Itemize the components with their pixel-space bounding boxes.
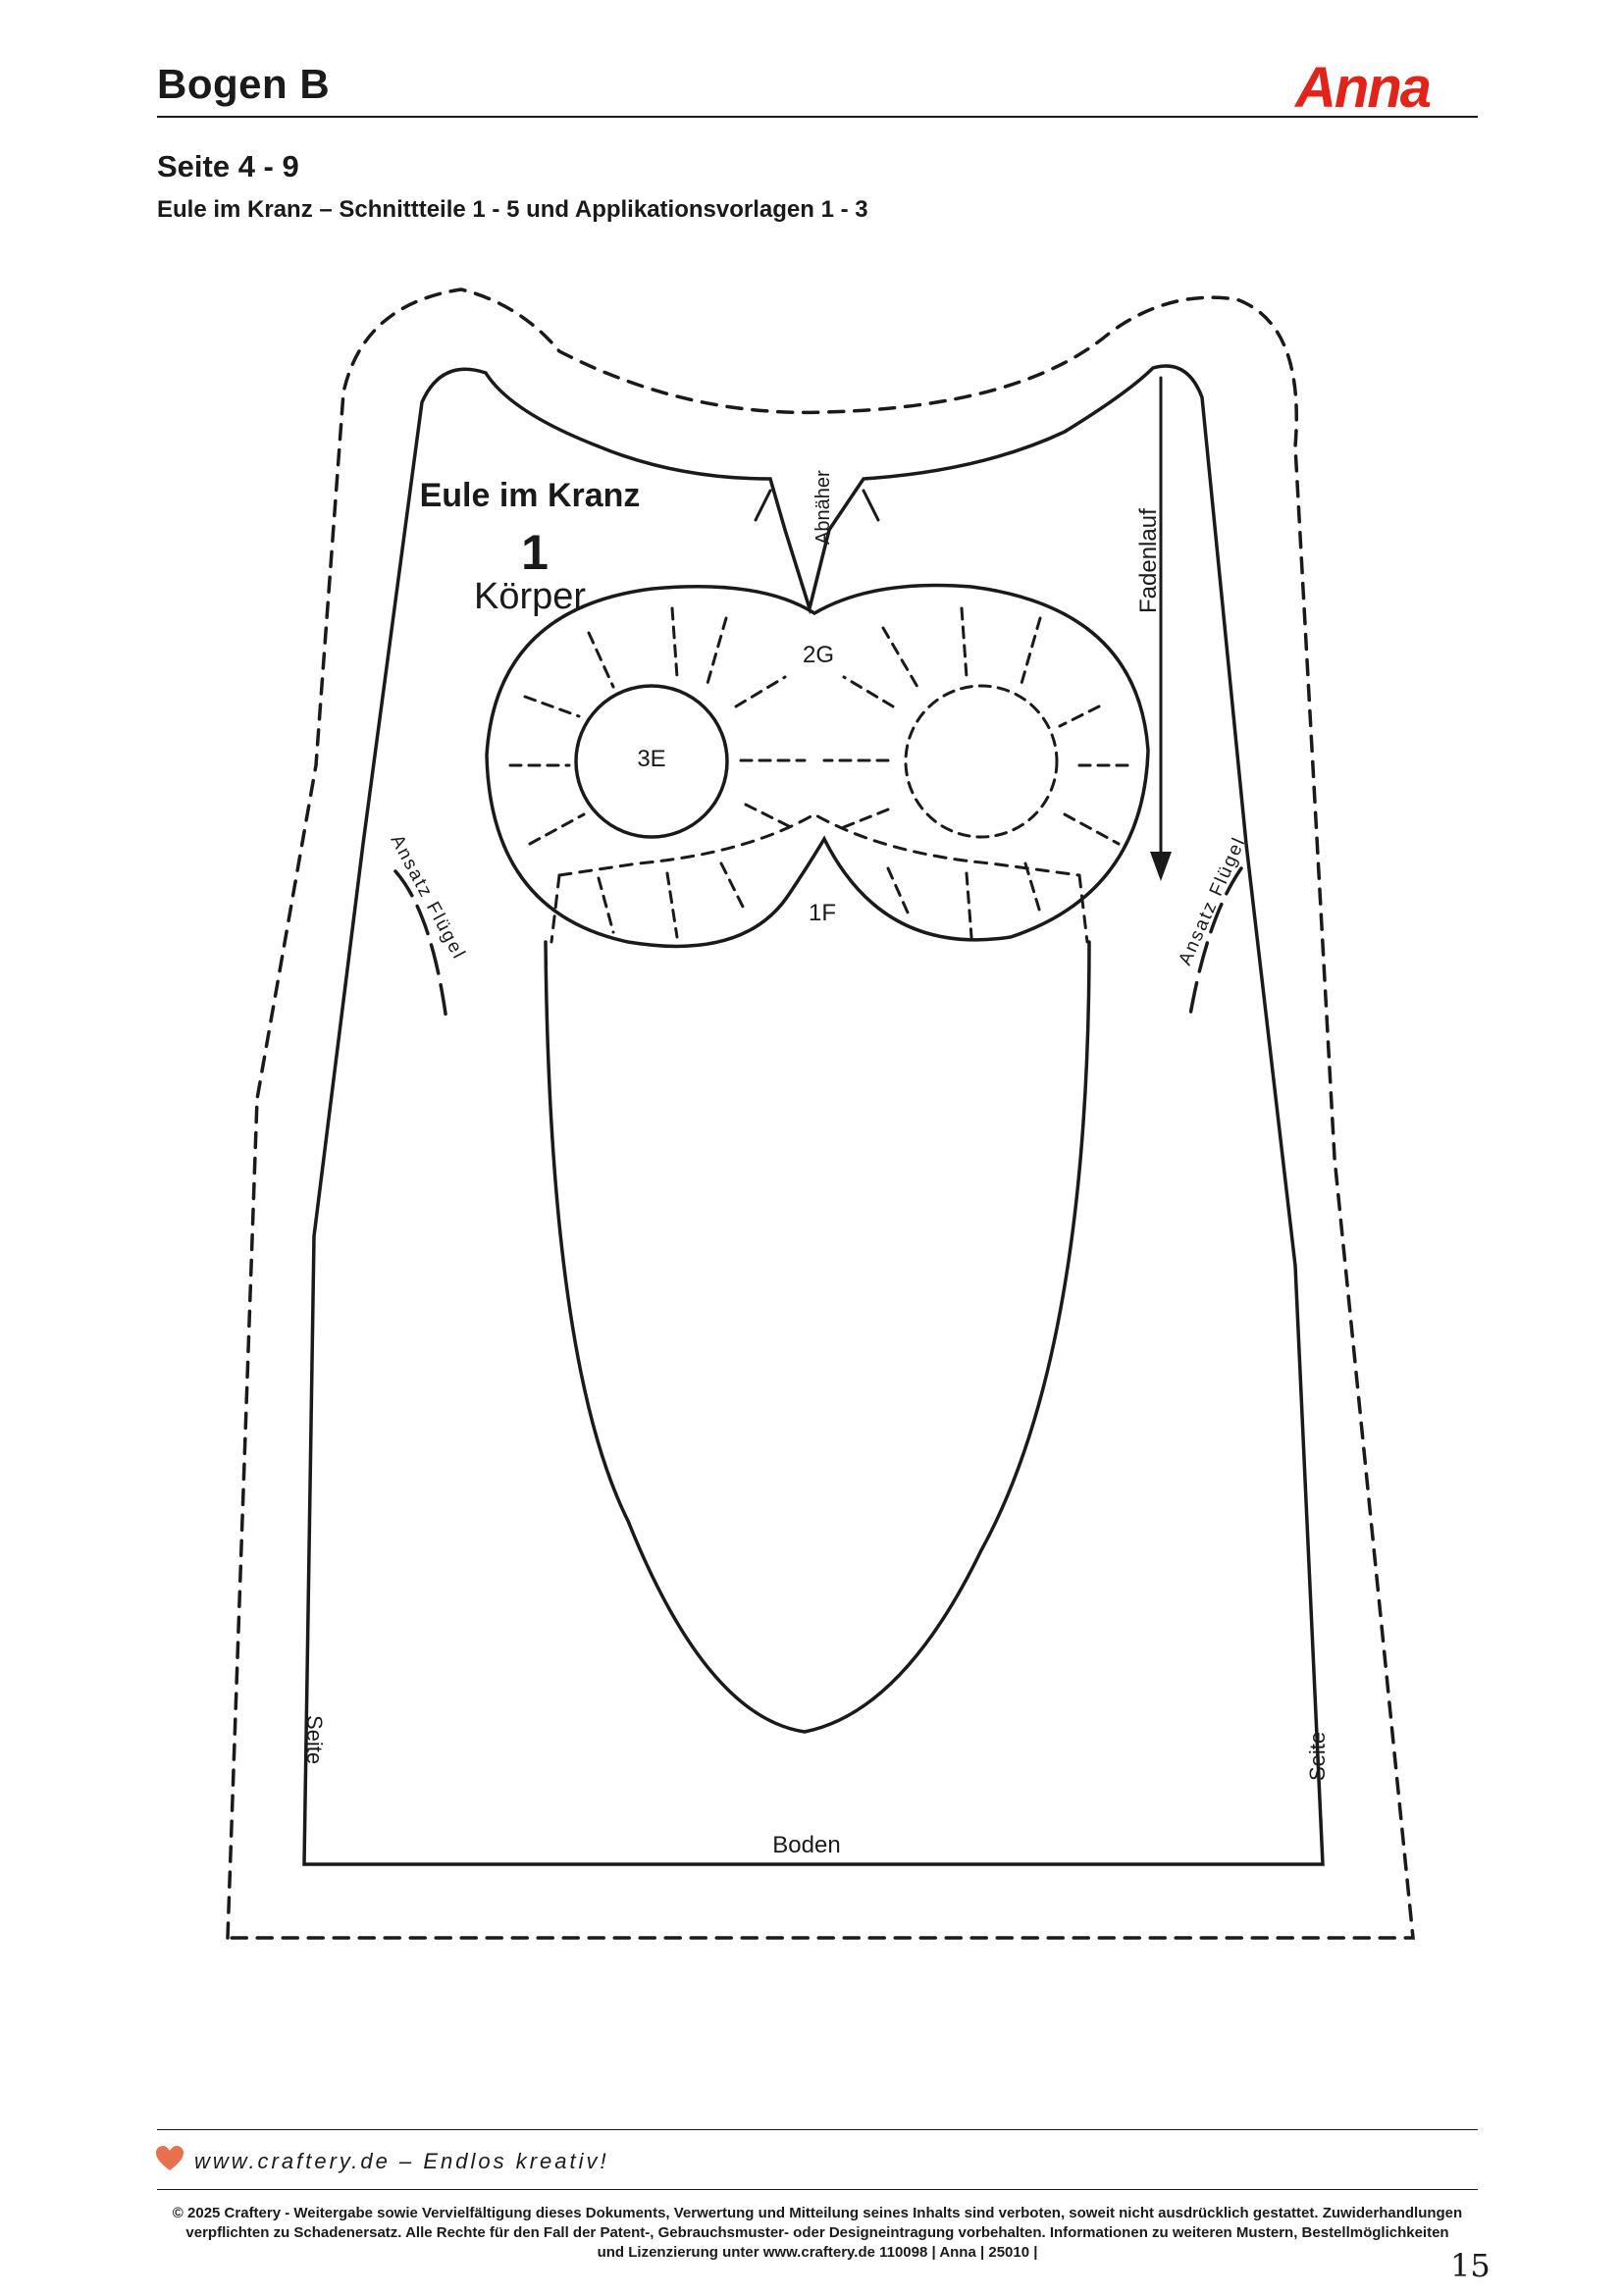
- copyright-line-2: verpflichten zu Schadenersatz. Alle Rech…: [185, 2224, 1449, 2241]
- grain-arrow-icon: [1150, 852, 1172, 881]
- pattern-drawing: Eule im Kranz 1 Körper Abnäher Fadenlauf…: [226, 287, 1415, 1940]
- piece-label: Körper: [474, 576, 586, 617]
- body-cut-line: [302, 364, 1325, 1866]
- sheet-title: Bogen B: [157, 61, 331, 107]
- side-label-right: Seite: [1305, 1732, 1330, 1781]
- piece-name: Eule im Kranz: [420, 477, 641, 514]
- wing-label-left: Ansatz Flügel: [387, 831, 470, 963]
- page-range: Seite 4 - 9: [157, 149, 299, 183]
- tagline: www.craftery.de – Endlos kreativ!: [194, 2149, 609, 2173]
- copyright-line-1: © 2025 Craftery - Weitergabe sowie Vervi…: [172, 2205, 1463, 2221]
- wing-mark-right: [1187, 866, 1243, 1022]
- side-label-left: Seite: [302, 1715, 327, 1764]
- footer-divider-top: [157, 2129, 1478, 2130]
- eye-right: [904, 684, 1059, 839]
- dart-label: Abnäher: [812, 470, 834, 545]
- piece-number: 1: [521, 525, 549, 580]
- page-number: 15: [1450, 2247, 1491, 2284]
- header-divider: [157, 116, 1478, 118]
- eye-area-2g: [485, 583, 1150, 949]
- copyright-line-3: und Lizenzierung unter www.craftery.de 1…: [597, 2244, 1038, 2261]
- label-1f: 1F: [809, 900, 836, 926]
- eye-left-3e: [574, 684, 729, 839]
- footer-divider-bottom: [157, 2189, 1478, 2190]
- heart-icon: [156, 2146, 183, 2170]
- copyright-notice: © 2025 Craftery - Weitergabe sowie Vervi…: [157, 2204, 1478, 2263]
- brand-logo: Anna: [1295, 56, 1432, 120]
- wing-label-right: Ansatz Flügel: [1175, 834, 1250, 968]
- subtitle: Eule im Kranz – Schnittteile 1 - 5 und A…: [157, 196, 868, 223]
- belly-1f: [544, 940, 1091, 1734]
- label-3e: 3E: [637, 746, 665, 772]
- wing-mark-left: [393, 869, 448, 1022]
- grain-label: Fadenlauf: [1135, 508, 1162, 613]
- label-2g: 2G: [803, 642, 834, 668]
- bottom-label: Boden: [772, 1832, 840, 1858]
- seam-allowance-outline: [226, 287, 1415, 1940]
